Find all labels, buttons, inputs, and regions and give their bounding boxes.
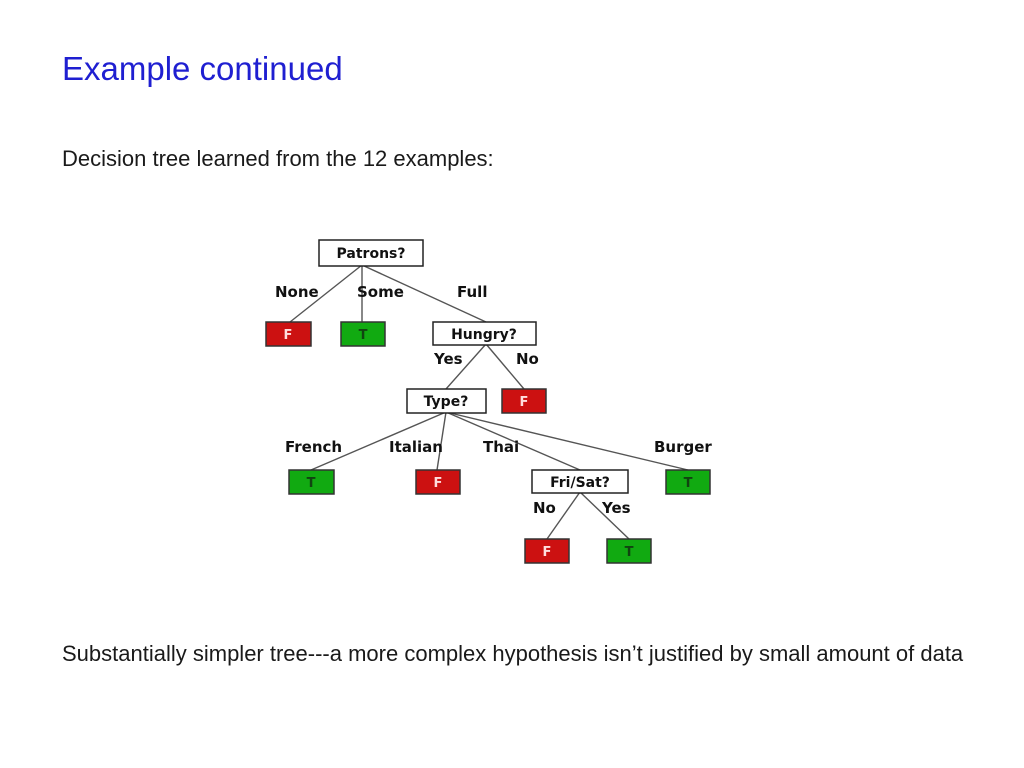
edge-label-hungry-yes: Yes bbox=[433, 350, 463, 368]
edge-patrons-full bbox=[361, 264, 487, 323]
leaf-none-false: F bbox=[265, 321, 312, 347]
node-hungry: Hungry? bbox=[432, 321, 537, 346]
leaf-french-true: T bbox=[288, 469, 335, 495]
edge-frisat-no bbox=[546, 491, 581, 540]
edge-frisat-yes bbox=[579, 491, 630, 540]
edge-label-french: French bbox=[285, 438, 342, 456]
edge-label-frisat-yes: Yes bbox=[601, 499, 631, 517]
leaf-burger-label: T bbox=[684, 476, 693, 491]
leaf-hungry-no-false: F bbox=[501, 388, 547, 414]
edge-label-frisat-no: No bbox=[533, 499, 556, 517]
slide-caption: Substantially simpler tree---a more comp… bbox=[62, 641, 964, 666]
edge-hungry-no bbox=[485, 343, 525, 390]
leaf-frisat-yes-label: T bbox=[625, 545, 634, 560]
leaf-french-label: T bbox=[307, 476, 316, 491]
leaf-frisat-no-label: F bbox=[543, 545, 552, 560]
edge-labels: None Some Full Yes No French Italian Tha… bbox=[275, 283, 712, 517]
leaf-some-true: T bbox=[340, 321, 386, 347]
node-type: Type? bbox=[406, 388, 487, 414]
edge-label-some: Some bbox=[357, 283, 404, 301]
edge-label-none: None bbox=[275, 283, 319, 301]
edge-type-thai bbox=[445, 411, 581, 471]
node-patrons-label: Patrons? bbox=[337, 246, 406, 262]
node-type-label: Type? bbox=[424, 394, 469, 410]
edge-label-hungry-no: No bbox=[516, 350, 539, 368]
leaf-hungry-no-label: F bbox=[520, 395, 529, 410]
leaf-frisat-no-false: F bbox=[524, 538, 570, 564]
edge-label-thai: Thai bbox=[483, 438, 519, 456]
slide-subtitle: Decision tree learned from the 12 exampl… bbox=[62, 146, 494, 171]
node-hungry-label: Hungry? bbox=[451, 327, 517, 343]
edge-type-italian bbox=[436, 411, 447, 471]
node-patrons: Patrons? bbox=[318, 239, 424, 267]
edge-patrons-none bbox=[289, 264, 363, 323]
leaf-italian-label: F bbox=[434, 476, 443, 491]
edge-type-french bbox=[310, 411, 447, 471]
edge-label-italian: Italian bbox=[389, 438, 443, 456]
node-frisat-label: Fri/Sat? bbox=[550, 475, 610, 491]
tree-edges bbox=[289, 264, 689, 540]
leaf-some-label: T bbox=[359, 328, 368, 343]
leaf-burger-true: T bbox=[665, 469, 711, 495]
leaf-none-label: F bbox=[284, 328, 293, 343]
node-frisat: Fri/Sat? bbox=[531, 469, 629, 494]
slide-title: Example continued bbox=[62, 50, 343, 87]
leaf-frisat-yes-true: T bbox=[606, 538, 652, 564]
leaf-italian-false: F bbox=[415, 469, 461, 495]
edge-label-burger: Burger bbox=[654, 438, 712, 456]
edge-hungry-yes bbox=[445, 343, 487, 390]
edge-label-full: Full bbox=[457, 283, 487, 301]
edge-type-burger bbox=[445, 411, 689, 471]
